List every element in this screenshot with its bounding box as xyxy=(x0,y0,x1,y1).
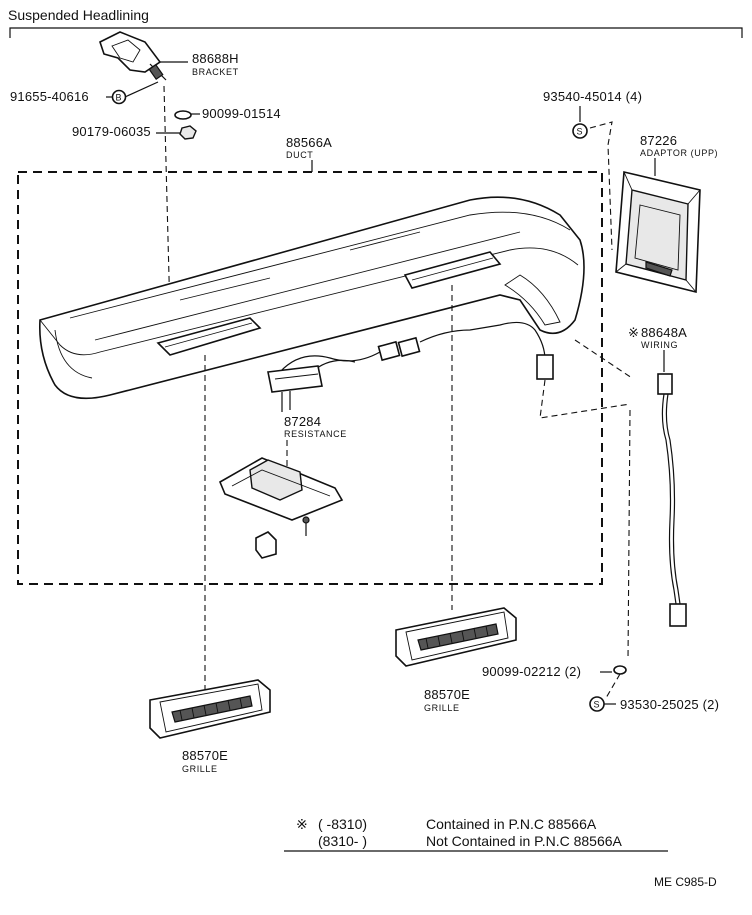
resistance-name: RESISTANCE xyxy=(284,429,347,439)
housing-drawing xyxy=(218,457,344,559)
grille-left-number: 88570E xyxy=(182,748,228,763)
washer-number: 90099-01514 xyxy=(202,106,281,121)
note-row1-text: Contained in P.N.C 88566A xyxy=(426,816,597,832)
grille-right-number: 88570E xyxy=(424,687,470,702)
wiring-mark: ※ xyxy=(628,325,639,340)
clip-lower-number: 90099-02212 (2) xyxy=(482,664,581,679)
bracket-drawing xyxy=(99,31,167,81)
note-row1-range: ( -8310) xyxy=(318,816,367,832)
duct-harness xyxy=(279,321,554,380)
bracket-dashed-guide xyxy=(163,85,171,316)
duct-group-frame xyxy=(17,171,603,585)
clip-lower-drawing xyxy=(613,665,627,675)
grille-right-name: GRILLE xyxy=(424,703,460,713)
wiring-name: WIRING xyxy=(641,340,678,350)
bracket-name: BRACKET xyxy=(192,67,239,77)
grille-left-name: GRILLE xyxy=(182,764,218,774)
grille-right-drawing xyxy=(395,607,517,667)
note-row2-range: (8310- ) xyxy=(318,833,367,849)
screw-upper-number: 93540-45014 (4) xyxy=(543,89,642,104)
screw-lower-number: 93530-25025 (2) xyxy=(620,697,719,712)
duct-number: 88566A xyxy=(286,135,332,150)
bracket-number: 88688H xyxy=(192,51,239,66)
adaptor-name: ADAPTOR (UPP) xyxy=(640,148,718,158)
screw-upper-symbol: S xyxy=(577,127,584,137)
nut-number: 90179-06035 xyxy=(72,124,151,139)
screw-upper-guide xyxy=(589,121,613,251)
bolt-symbol: B xyxy=(116,93,123,103)
bolt-number: 91655-40616 xyxy=(10,89,89,104)
wiring-link-guide xyxy=(539,379,631,419)
duct-harness-connector xyxy=(536,354,554,380)
duct-name: DUCT xyxy=(286,150,313,160)
wiring-drawing xyxy=(657,373,687,627)
screw-upper-symbol-circle xyxy=(572,123,588,139)
note-row2-text: Not Contained in P.N.C 88566A xyxy=(426,833,623,849)
resistance-drawing xyxy=(267,365,323,412)
grille-left-drawing xyxy=(149,679,271,739)
resistance-number: 87284 xyxy=(284,414,321,429)
nut-drawing xyxy=(179,125,197,140)
screw-lower-symbol: S xyxy=(594,700,601,710)
washer-drawing xyxy=(174,110,192,120)
adaptor-drawing xyxy=(615,171,701,294)
title-frame xyxy=(9,27,743,38)
wiring-number: 88648A xyxy=(641,325,687,340)
note-symbol: ※ xyxy=(296,816,308,832)
diagram-title: Suspended Headlining xyxy=(8,7,149,23)
adaptor-number: 87226 xyxy=(640,133,677,148)
duct-drawing xyxy=(38,196,585,400)
diagram-code: ME C985-D xyxy=(654,875,717,889)
lower-fastener-guide xyxy=(627,409,631,661)
